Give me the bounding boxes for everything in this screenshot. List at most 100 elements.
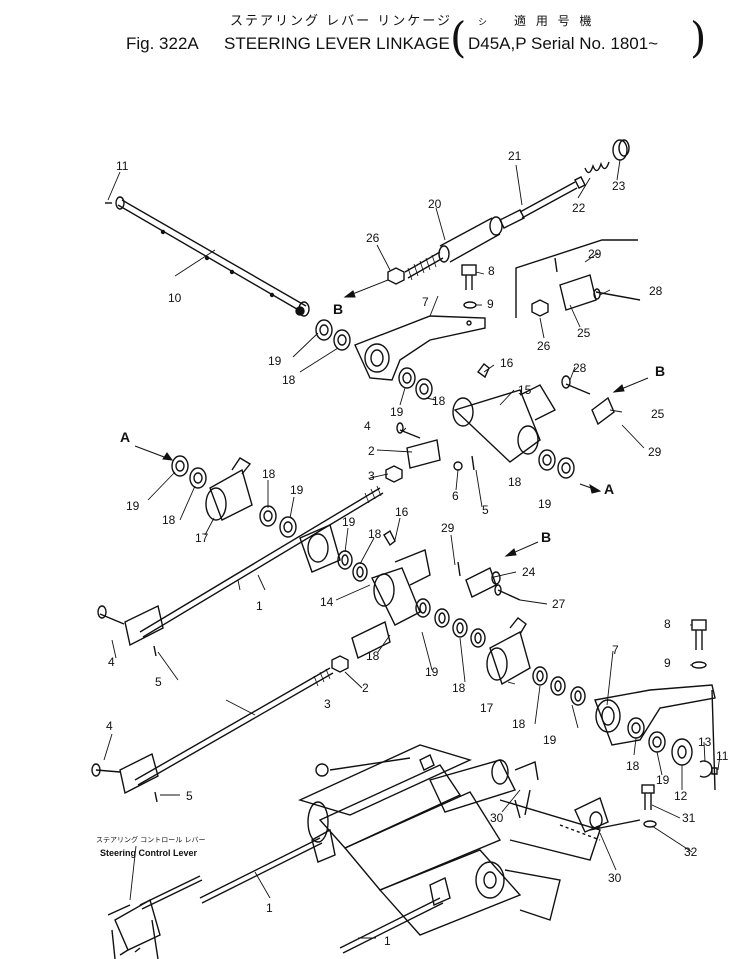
- callout-2-upper: 2: [368, 444, 375, 458]
- bracket-7-upper: [354, 315, 486, 381]
- sleeve-17-mid: [415, 598, 586, 706]
- callout-29-mid: 29: [441, 521, 455, 535]
- callouts: 11 10 20 21 22 23 26 8 9 7 29 28 25 26 B…: [106, 149, 729, 948]
- applic-jp: 適 用 号 機: [514, 13, 594, 28]
- callout-20: 20: [428, 197, 442, 211]
- rod-1-lower: [139, 837, 444, 954]
- callout-marker-b-2: B: [655, 363, 665, 379]
- callout-5-left: 5: [155, 675, 162, 689]
- close-paren: ): [690, 13, 706, 62]
- callout-15: 15: [518, 383, 532, 397]
- lever-14: [299, 524, 431, 626]
- lever-15: [452, 363, 556, 463]
- callout-24: 24: [522, 565, 536, 579]
- serial-text: D45A,P Serial No. 1801~: [468, 34, 658, 53]
- title-jp: ステアリング レバー リンケージ: [230, 14, 452, 29]
- cylinder-20-assembly: [404, 139, 630, 281]
- callout-23: 23: [612, 179, 626, 193]
- callout-19-g: 19: [425, 665, 439, 679]
- main-frame-assembly: [298, 744, 641, 936]
- callout-17-left: 17: [195, 531, 209, 545]
- clevis-2-lower: [331, 620, 391, 673]
- callout-8-lower: 8: [664, 617, 671, 631]
- callout-10: 10: [168, 291, 182, 305]
- callout-28-upper: 28: [649, 284, 663, 298]
- callout-19-h: 19: [543, 733, 557, 747]
- callout-marker-b-1: B: [333, 301, 343, 317]
- callout-21: 21: [508, 149, 522, 163]
- callout-11-top: 11: [116, 159, 129, 173]
- callout-7-lower: 7: [612, 643, 619, 657]
- callout-4-lower: 4: [106, 719, 113, 733]
- callout-marker-b-3: B: [541, 529, 551, 545]
- callout-1-bottom: 1: [384, 934, 391, 948]
- callout-19-d: 19: [126, 499, 140, 513]
- shaft-10: [105, 196, 310, 317]
- bearings-upper: [315, 319, 433, 400]
- callout-31: 31: [682, 811, 696, 825]
- callout-4-left: 4: [108, 655, 115, 669]
- callout-14: 14: [320, 595, 334, 609]
- callout-marker-a-1: A: [120, 429, 130, 445]
- callout-18-h: 18: [452, 681, 466, 695]
- bolt-8-lower: [691, 619, 707, 669]
- callout-30-a: 30: [490, 811, 504, 825]
- callout-7-upper: 7: [422, 295, 429, 309]
- rod-1-upper: [97, 485, 384, 657]
- control-lever-label: ステアリング コントロール レバー Steering Control Lever: [96, 835, 205, 858]
- callout-18-a: 18: [282, 373, 296, 387]
- control-lever-label-en: Steering Control Lever: [100, 848, 198, 858]
- callout-3-upper: 3: [368, 469, 375, 483]
- callout-11-lower: 11: [716, 749, 729, 763]
- open-paren: (: [450, 13, 466, 62]
- callout-18-d: 18: [162, 513, 176, 527]
- fig-label: Fig. 322A: [126, 34, 199, 53]
- callout-6: 6: [452, 489, 459, 503]
- callout-9-lower: 9: [664, 656, 671, 670]
- callout-16-mid: 16: [395, 505, 409, 519]
- callout-18-b: 18: [432, 394, 446, 408]
- callout-marker-a-2: A: [604, 481, 614, 497]
- callout-32: 32: [684, 845, 698, 859]
- bearings-right: [538, 449, 575, 479]
- callout-19-e: 19: [290, 483, 304, 497]
- callout-30-b: 30: [608, 871, 622, 885]
- callout-9-upper: 9: [487, 297, 494, 311]
- callout-8-upper: 8: [488, 264, 495, 278]
- callout-5-upper: 5: [482, 503, 489, 517]
- clevis-25-box: [515, 239, 641, 318]
- control-lever-label-jp: ステアリング コントロール レバー: [96, 835, 205, 844]
- callout-19-b: 19: [390, 405, 404, 419]
- rod-1-middle: [91, 667, 334, 803]
- bolt-31: [641, 784, 657, 828]
- callout-29-right: 29: [648, 445, 662, 459]
- callout-25-upper: 25: [577, 326, 591, 340]
- steering-control-lever: [107, 898, 161, 959]
- bolt-8-upper: [461, 264, 477, 309]
- callout-18-g: 18: [366, 649, 380, 663]
- callout-19-f: 19: [342, 515, 356, 529]
- header: ステアリング レバー リンケージ Fig. 322A STEERING LEVE…: [126, 13, 706, 62]
- callout-4-upper: 4: [364, 419, 371, 433]
- callout-1-upper: 1: [256, 599, 263, 613]
- callout-25-right: 25: [651, 407, 665, 421]
- callout-18-j: 18: [626, 759, 640, 773]
- callout-2-lower: 2: [362, 681, 369, 695]
- callout-19-j: 19: [656, 773, 670, 787]
- callout-26-right: 26: [537, 339, 551, 353]
- callout-19-a: 19: [268, 354, 282, 368]
- callout-28-right: 28: [573, 361, 587, 375]
- title-en: STEERING LEVER LINKAGE: [224, 34, 450, 53]
- leader-lines: [103, 159, 721, 939]
- callout-19-c: 19: [538, 497, 552, 511]
- clevis-2-upper: [385, 422, 475, 483]
- callout-3-lower: 3: [324, 697, 331, 711]
- callout-26-upper: 26: [366, 231, 380, 245]
- callout-13: 13: [698, 735, 712, 749]
- callout-5-lower: 5: [186, 789, 193, 803]
- callout-18-c: 18: [508, 475, 522, 489]
- callout-18-i: 18: [512, 717, 526, 731]
- callout-17-mid: 17: [480, 701, 494, 715]
- bracket-7-lower: [594, 684, 718, 791]
